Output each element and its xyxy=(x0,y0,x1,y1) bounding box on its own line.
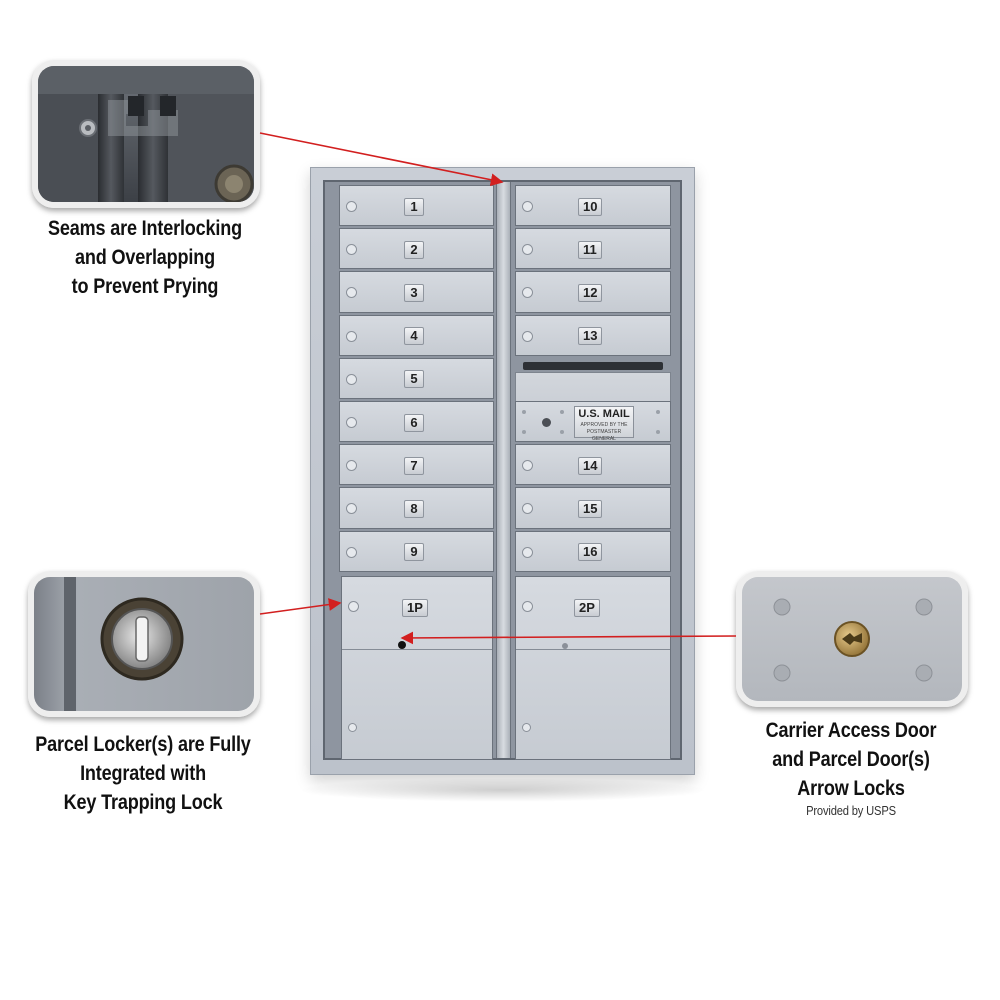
arrow-lock-keyhole-icon xyxy=(398,640,406,649)
parcel-lock-closeup-image xyxy=(28,571,260,717)
door-lock-icon xyxy=(346,287,357,299)
rivet-icon xyxy=(656,430,660,434)
door-number-label: 11 xyxy=(578,240,602,259)
parcel-locker-callout: Parcel Locker(s) are Fully Integrated wi… xyxy=(20,730,266,817)
usps-plate: U.S. MAIL APPROVED BY THE POSTMASTER GENE… xyxy=(574,406,634,442)
parcel-arrow-lock-icon xyxy=(562,642,568,649)
parcel-callout-line2: Integrated with xyxy=(80,762,206,785)
parcel-callout-line3: Key Trapping Lock xyxy=(63,791,223,814)
parcel-callout-line1: Parcel Locker(s) are Fully xyxy=(35,733,251,756)
carrier-lock-closeup-image xyxy=(736,571,968,707)
seams-callout: Seams are Interlocking and Overlapping t… xyxy=(38,214,253,301)
door-number-label: 3 xyxy=(404,283,424,302)
door-number-label: 2 xyxy=(404,240,424,259)
door-14[interactable]: 14 xyxy=(515,444,671,486)
door-number-label: 9 xyxy=(404,543,424,562)
door-lock-icon xyxy=(522,244,533,256)
door-number-label: 6 xyxy=(404,413,424,432)
carrier-callout-line2: and Parcel Door(s) xyxy=(772,748,930,771)
usps-plate-title: U.S. MAIL xyxy=(578,408,630,420)
door-15[interactable]: 15 xyxy=(515,487,671,529)
door-lock-icon xyxy=(346,373,357,385)
center-seam xyxy=(496,182,511,758)
usps-plate-subtitle: APPROVED BY THE POSTMASTER GENERAL xyxy=(580,422,628,442)
door-lock-icon xyxy=(522,546,533,558)
door-lock-icon xyxy=(346,546,357,558)
door-4[interactable]: 4 xyxy=(339,314,494,356)
carrier-lock-illustration xyxy=(742,577,962,701)
door-lock-icon xyxy=(522,287,533,299)
parcel-locker-2[interactable]: 2P xyxy=(515,575,671,760)
door-lock-icon xyxy=(522,600,533,612)
seams-closeup-image xyxy=(32,60,260,208)
rivet-icon xyxy=(560,410,564,414)
door-number-label: 12 xyxy=(578,283,603,302)
rivet-icon xyxy=(522,410,526,414)
door-lock-icon xyxy=(346,417,357,429)
carrier-callout-line3: Arrow Locks xyxy=(797,777,905,800)
door-lock-icon xyxy=(346,330,357,342)
seams-callout-line3: to Prevent Prying xyxy=(71,275,219,298)
door-11[interactable]: 11 xyxy=(515,228,671,270)
seams-callout-line1: Seams are Interlocking xyxy=(48,217,242,240)
parcel-lower-lock-icon xyxy=(348,722,357,732)
door-3[interactable]: 3 xyxy=(339,271,494,313)
door-number-label: 15 xyxy=(578,499,603,518)
door-5[interactable]: 5 xyxy=(339,357,494,399)
parcel-lock-illustration xyxy=(34,577,254,711)
door-number-label: 5 xyxy=(404,370,424,389)
rivet-icon xyxy=(560,430,564,434)
seams-closeup-illustration xyxy=(38,66,254,202)
rivet-icon xyxy=(522,430,526,434)
door-lock-icon xyxy=(522,201,533,213)
carrier-callout-line1: Carrier Access Door xyxy=(765,719,937,742)
door-number-label: 16 xyxy=(578,543,603,562)
door-number-label: 8 xyxy=(404,499,424,518)
outgoing-mail-slot xyxy=(523,361,663,370)
rivet-icon xyxy=(656,410,660,414)
door-lock-icon xyxy=(346,201,357,213)
door-9[interactable]: 9 xyxy=(339,530,494,572)
parcel-lower-lock-icon xyxy=(522,722,531,732)
door-number-label: 7 xyxy=(404,456,424,475)
door-lock-icon xyxy=(522,503,533,515)
door-8[interactable]: 8 xyxy=(339,487,494,529)
door-lock-icon xyxy=(346,503,357,515)
door-lock-icon xyxy=(522,460,533,472)
door-16[interactable]: 16 xyxy=(515,530,671,572)
door-lock-icon xyxy=(522,330,533,342)
door-6[interactable]: 6 xyxy=(339,401,494,443)
parcel-number-label: 1P xyxy=(402,598,428,617)
door-number-label: 4 xyxy=(404,327,424,346)
door-13[interactable]: 13 xyxy=(515,314,671,356)
door-7[interactable]: 7 xyxy=(339,444,494,486)
parcel-locker-1[interactable]: 1P xyxy=(341,575,493,760)
parcel-door-divider xyxy=(342,648,492,650)
door-lock-icon xyxy=(346,460,357,472)
door-number-label: 1 xyxy=(404,197,424,216)
door-lock-icon xyxy=(346,244,357,256)
door-10[interactable]: 10 xyxy=(515,185,671,227)
door-lock-icon xyxy=(348,600,359,612)
door-number-label: 14 xyxy=(578,456,603,475)
seams-callout-line2: and Overlapping xyxy=(75,246,215,269)
door-1[interactable]: 1 xyxy=(339,185,494,227)
parcel-number-label: 2P xyxy=(574,598,600,617)
carrier-callout-note: Provided by USPS xyxy=(806,803,896,818)
parcel-door-divider xyxy=(516,648,670,650)
door-12[interactable]: 12 xyxy=(515,271,671,313)
door-number-label: 10 xyxy=(578,197,603,216)
carrier-master-door[interactable]: U.S. MAIL APPROVED BY THE POSTMASTER GENE… xyxy=(515,401,671,443)
master-lock-icon xyxy=(542,418,551,427)
door-number-label: 13 xyxy=(578,327,603,346)
carrier-access-callout: Carrier Access Door and Parcel Door(s) A… xyxy=(738,716,963,819)
door-2[interactable]: 2 xyxy=(339,228,494,270)
